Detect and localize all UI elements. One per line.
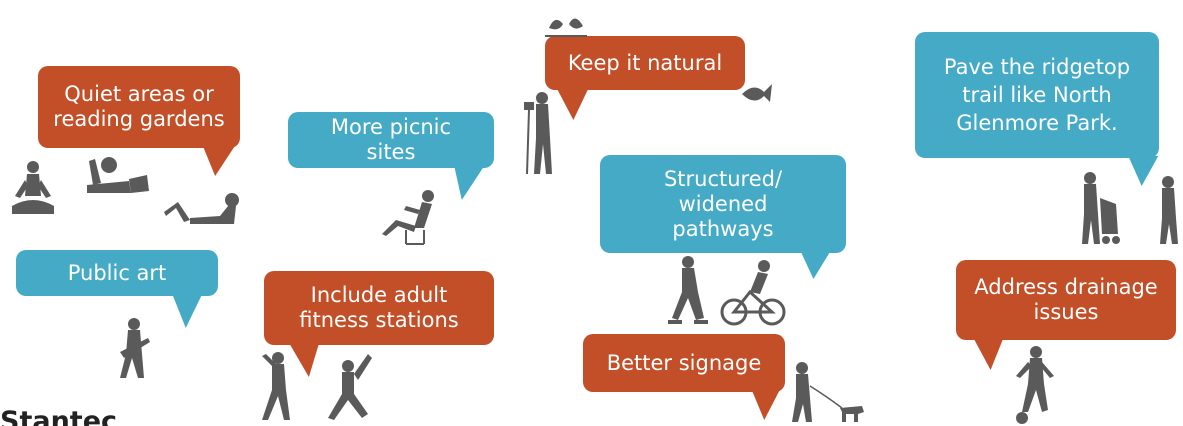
reclining-person-icon bbox=[164, 193, 239, 224]
bubble-fitness-text: Include adult fitness stations bbox=[299, 283, 459, 332]
bubble-signage-tail bbox=[744, 390, 780, 420]
bubble-fitness: Include adult fitness stations bbox=[264, 271, 494, 345]
bubble-pathways: Structured/ widened pathways bbox=[600, 155, 846, 253]
bubble-drainage-tail bbox=[973, 338, 1013, 370]
bubble-pave-trail: Pave the ridgetop trail like North Glenm… bbox=[915, 32, 1159, 158]
photographer-icon bbox=[524, 92, 552, 175]
bubble-signage-text: Better signage bbox=[606, 350, 762, 375]
dog-walker-icon bbox=[792, 362, 864, 422]
fish-icon bbox=[742, 84, 772, 102]
stantec-logo: Stantec bbox=[0, 406, 118, 426]
bubble-drainage: Address drainage issues bbox=[956, 260, 1176, 340]
bubble-natural-tail bbox=[556, 88, 596, 120]
bubble-natural: Keep it natural bbox=[545, 36, 745, 90]
bubble-drainage-text: Address drainage issues bbox=[974, 275, 1158, 324]
birds-icon bbox=[545, 18, 587, 37]
yoga-icon bbox=[12, 161, 54, 214]
bubble-quiet-areas-text: Quiet areas or reading gardens bbox=[53, 82, 225, 131]
bubble-pave-trail-text: Pave the ridgetop trail like North Glenm… bbox=[943, 55, 1131, 135]
skater-icon bbox=[668, 256, 708, 324]
laptop-reader-icon bbox=[87, 157, 149, 193]
bubble-public-art-tail bbox=[163, 294, 203, 328]
bubble-picnic: More picnic sites bbox=[288, 112, 494, 168]
chair-sitter-icon bbox=[382, 190, 434, 245]
bubble-natural-text: Keep it natural bbox=[567, 50, 723, 75]
bubble-picnic-tail bbox=[441, 166, 485, 200]
soccer-player-icon bbox=[1016, 346, 1054, 424]
fitness-person-icon bbox=[262, 352, 372, 420]
cyclist-icon bbox=[720, 260, 786, 326]
bubble-public-art-text: Public art bbox=[67, 260, 167, 285]
bubble-quiet-areas-tail bbox=[193, 146, 235, 176]
bubble-signage: Better signage bbox=[583, 334, 785, 392]
bubble-pathways-tail bbox=[791, 251, 831, 279]
bubble-quiet-areas: Quiet areas or reading gardens bbox=[38, 66, 240, 148]
bubble-pathways-text: Structured/ widened pathways bbox=[663, 166, 783, 241]
stroller-icon bbox=[1082, 172, 1178, 244]
guitarist-icon bbox=[120, 318, 150, 378]
bubble-picnic-text: More picnic sites bbox=[330, 115, 452, 164]
bubble-public-art: Public art bbox=[16, 250, 218, 296]
